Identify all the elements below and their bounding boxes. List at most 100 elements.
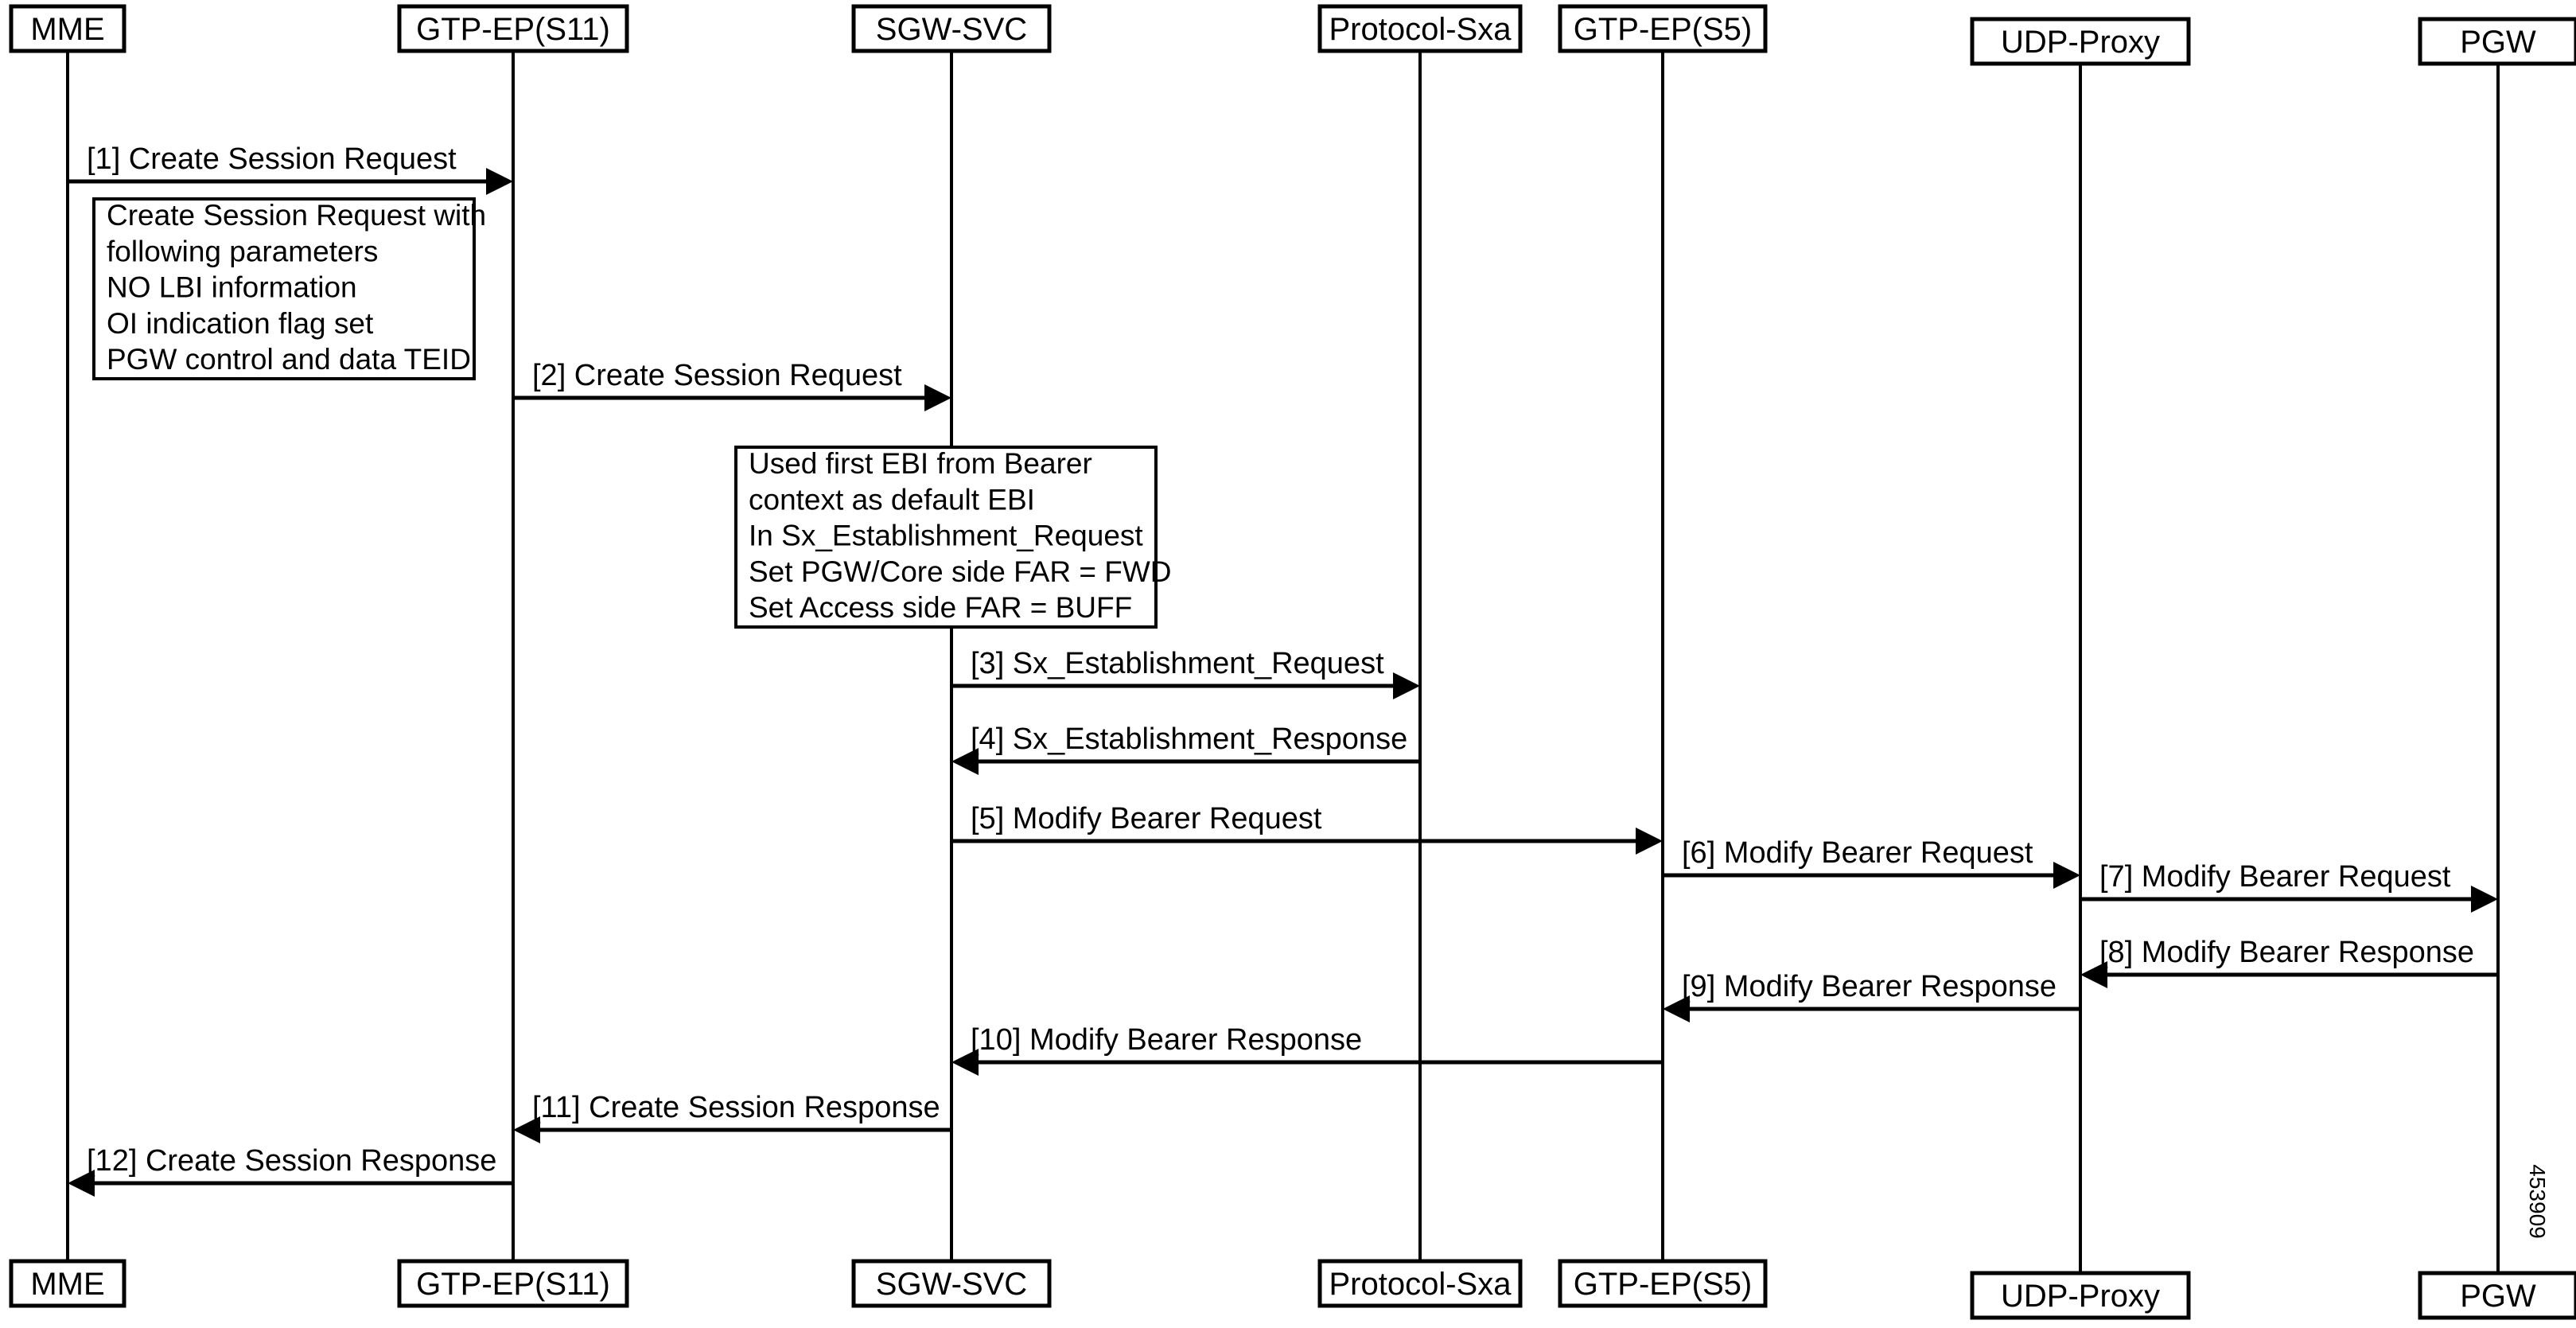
actor-footer-gtp_s5: GTP-EP(S5) [1558,1259,1768,1308]
message-label: [6] Modify Bearer Request [1682,836,2033,870]
message-1: [1] Create Session Request [68,142,513,195]
note-line: Set PGW/Core side FAR = FWD [749,555,1171,588]
actor-footer-proto_sxa: Protocol-Sxa [1317,1259,1523,1308]
figure-id-label: 453909 [2525,1164,2550,1238]
message-9: [9] Modify Bearer Response [1663,970,2080,1022]
message-label: [2] Create Session Request [532,359,902,392]
message-arrowhead [1636,828,1663,855]
note-line: In Sx_Establishment_Request [749,520,1143,552]
message-arrowhead [2471,886,2498,913]
figure-id-layer: 453909 [2525,1164,2550,1238]
message-arrowhead [486,168,513,195]
note-line: Set Access side FAR = BUFF [749,591,1132,624]
actor-footer-pgw: PGW [2418,1271,2576,1320]
note-line: NO LBI information [107,271,357,304]
actor-header-pgw: PGW [2418,17,2576,66]
actor-label: SGW-SVC [876,12,1027,47]
header-actor-boxes: MME GTP-EP(S11) SGW-SVC Protocol-Sxa GTP-EP(… [9,4,2576,66]
actor-header-gtp_s11: GTP-EP(S11) [397,4,629,53]
actor-box-rect [2418,17,2576,66]
message-5: [5] Modify Bearer Request [951,802,1663,855]
actor-label: MME [30,12,104,47]
message-arrowhead [513,1116,540,1143]
message-label: [10] Modify Bearer Response [971,1023,1362,1057]
actor-box-rect [9,4,126,53]
message-arrowhead [951,748,979,775]
message-4: [4] Sx_Establishment_Response [951,722,1420,775]
actor-header-udp_proxy: UDP-Proxy [1970,17,2191,66]
message-7: [7] Modify Bearer Request [2080,860,2498,913]
note-line: OI indication flag set [107,307,374,340]
actor-box-rect [1970,1271,2191,1320]
lifelines-layer [66,51,2500,1273]
actor-footer-sgw_svc: SGW-SVC [851,1259,1052,1308]
actor-box-rect [1970,17,2191,66]
message-arrowhead [1663,995,1690,1022]
message-label: [9] Modify Bearer Response [1682,970,2057,1003]
message-3: [3] Sx_Establishment_Request [951,647,1420,699]
actor-box-rect [397,1259,629,1308]
actor-box-rect [851,1259,1052,1308]
actor-box-rect [851,4,1052,53]
actor-footer-gtp_s11: GTP-EP(S11) [397,1259,629,1308]
actor-label: GTP-EP(S11) [416,12,610,47]
message-10: [10] Modify Bearer Response [951,1023,1663,1076]
actor-label: GTP-EP(S5) [1574,1267,1752,1302]
note-rect [734,446,1158,629]
note-line: Used first EBI from Bearer [749,447,1092,480]
actor-label: PGW [2460,1279,2536,1314]
actor-label: UDP-Proxy [2001,1279,2160,1314]
actor-label: GTP-EP(S5) [1574,12,1752,47]
footer-actor-boxes: MME GTP-EP(S11) SGW-SVC Protocol-Sxa GTP-EP(… [9,1259,2576,1320]
actor-box-rect [397,4,629,53]
actor-label: Protocol-Sxa [1329,1267,1512,1302]
note-line: PGW control and data TEID [107,343,471,376]
message-label: [4] Sx_Establishment_Response [971,722,1407,756]
actor-box-rect [2418,1271,2576,1320]
actor-box-rect [1558,4,1768,53]
message-12: [12] Create Session Response [68,1144,513,1197]
message-arrowhead [68,1170,95,1197]
actor-header-gtp_s5: GTP-EP(S5) [1558,4,1768,53]
message-label: [11] Create Session Response [532,1091,940,1124]
message-label: [3] Sx_Establishment_Request [971,647,1384,680]
note-line: Create Session Request with [107,199,486,232]
actor-header-sgw_svc: SGW-SVC [851,4,1052,53]
actor-footer-mme: MME [9,1259,126,1308]
actor-box-rect [1558,1259,1768,1308]
actor-footer-udp_proxy: UDP-Proxy [1970,1271,2191,1320]
actor-box-rect [9,1259,126,1308]
message-arrowhead [924,384,951,411]
message-label: [7] Modify Bearer Request [2099,860,2451,894]
actor-label: PGW [2460,25,2536,60]
message-label: [8] Modify Bearer Response [2099,936,2474,969]
message-arrowhead [951,1049,979,1076]
message-arrowhead [1393,672,1420,699]
actor-label: SGW-SVC [876,1267,1027,1302]
messages-layer: [1] Create Session Request [2] Create Ses… [68,142,2498,1197]
note-line: context as default EBI [749,483,1035,516]
message-2: [2] Create Session Request [513,359,951,411]
message-6: [6] Modify Bearer Request [1663,836,2080,889]
actor-box-rect [1317,4,1523,53]
actor-header-mme: MME [9,4,126,53]
message-label: [5] Modify Bearer Request [971,802,1322,835]
message-label: [12] Create Session Response [87,1144,496,1178]
message-arrowhead [2053,862,2080,889]
actor-label: MME [30,1267,104,1302]
note-rect [92,197,476,380]
message-arrowhead [2080,961,2107,988]
actor-label: Protocol-Sxa [1329,12,1512,47]
message-label: [1] Create Session Request [87,142,457,176]
actor-label: UDP-Proxy [2001,25,2160,60]
actor-header-proto_sxa: Protocol-Sxa [1317,4,1523,53]
message-11: [11] Create Session Response [513,1091,951,1143]
actor-label: GTP-EP(S11) [416,1267,610,1302]
message-8: [8] Modify Bearer Response [2080,936,2498,988]
note-line: following parameters [107,235,378,267]
